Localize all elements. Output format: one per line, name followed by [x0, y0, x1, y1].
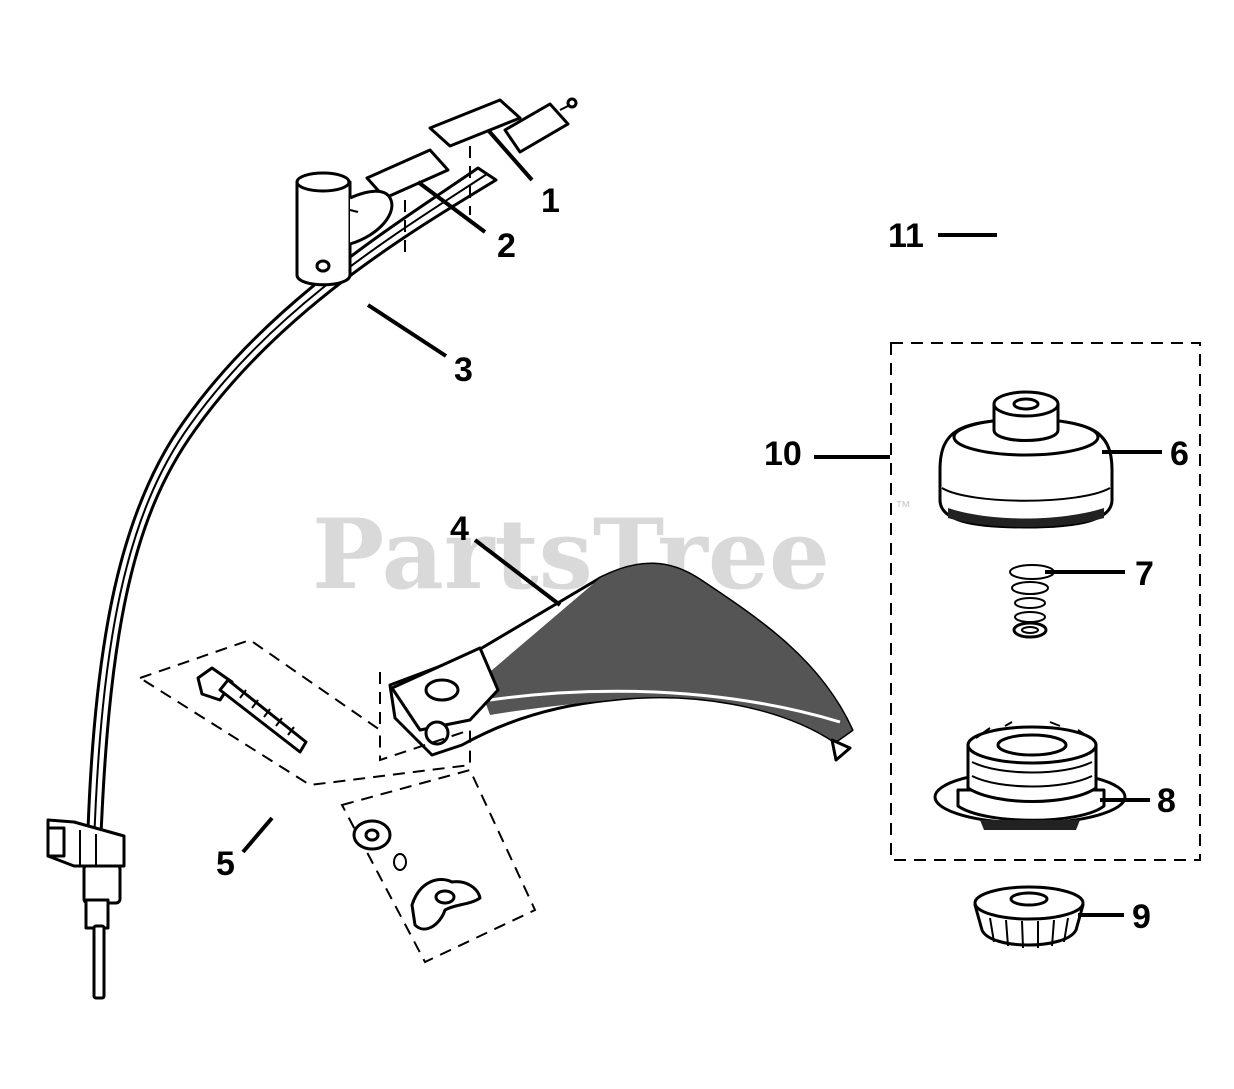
- callout-11: 11: [888, 217, 924, 255]
- trimmer-head-kit-boundary: [890, 342, 1201, 861]
- callout-1: 1: [541, 182, 560, 220]
- hardware-kit: [137, 638, 537, 964]
- line-spool: [933, 721, 1127, 830]
- callout-3: 3: [454, 351, 473, 389]
- callout-10: 10: [764, 435, 802, 473]
- spool-tool: [295, 171, 394, 287]
- watermark-text: PartsTree: [312, 498, 830, 611]
- callout-4: 4: [450, 510, 469, 548]
- leader-lines: [241, 128, 1162, 917]
- callout-9: 9: [1132, 898, 1151, 936]
- drive-shaft-tube: [46, 97, 578, 1000]
- callout-labels: 1 2 3 4 5 6 7 8 9 10 11: [216, 182, 1189, 936]
- watermark-trademark: ™: [895, 499, 911, 516]
- callout-7: 7: [1135, 555, 1154, 593]
- bump-knob: [973, 885, 1085, 949]
- callout-8: 8: [1157, 782, 1176, 820]
- decal-labels: [365, 98, 522, 255]
- trimmer-guard-shield: [388, 562, 854, 762]
- callout-6: 6: [1170, 435, 1189, 473]
- spring: [1009, 564, 1055, 639]
- spool-housing: [938, 390, 1114, 529]
- callout-2: 2: [497, 227, 516, 265]
- callout-5: 5: [216, 845, 235, 883]
